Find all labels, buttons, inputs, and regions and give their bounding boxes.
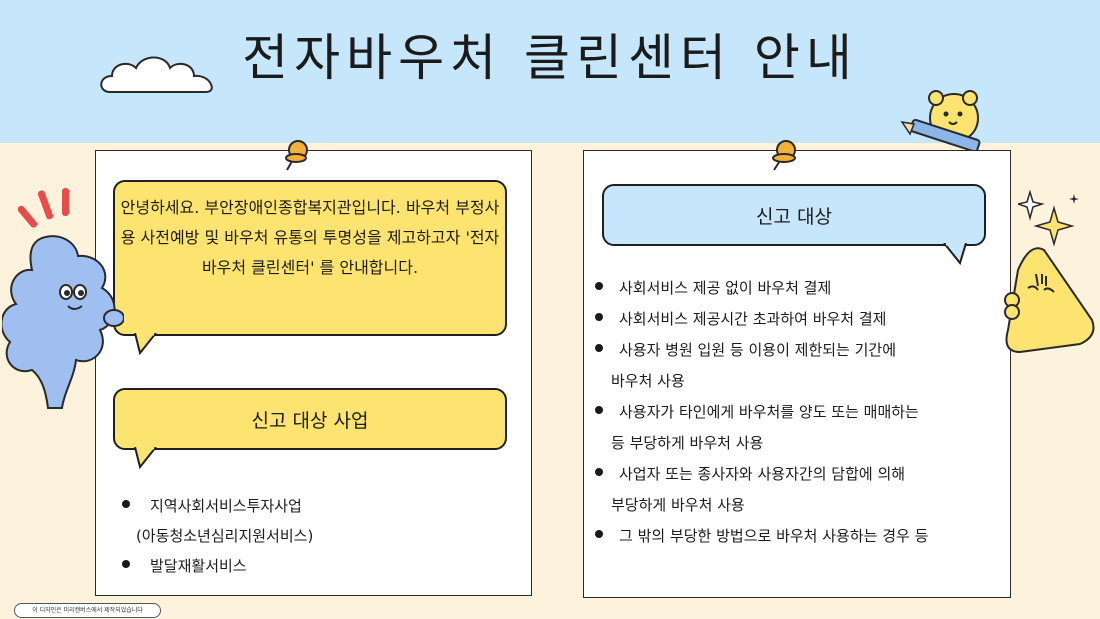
list-item: 사용자 병원 입원 등 이용이 제한되는 기간에 바우처 사용 <box>595 335 995 397</box>
page-title: 전자바우처 클린센터 안내 <box>242 29 858 87</box>
yellow-character-icon <box>1004 247 1095 354</box>
right-list: 사회서비스 제공 없이 바우처 결제 사회서비스 제공시간 초과하여 바우처 결… <box>595 273 995 552</box>
list-item-label: 사회서비스 제공 없이 바우처 결제 <box>619 279 832 297</box>
list-item: 사회서비스 제공 없이 바우처 결제 <box>595 273 995 304</box>
list-item-continuation: 등 부당하게 바우처 사용 <box>611 434 764 452</box>
left-section-header: 신고 대상 사업 <box>113 388 507 450</box>
pushpin-icon <box>285 140 308 171</box>
bubble-tail-icon <box>943 243 967 265</box>
list-item-continuation: 바우처 사용 <box>611 372 685 390</box>
bubble-tail-icon <box>134 333 157 355</box>
list-item-sub: (아동청소년심리지원서비스) <box>136 527 314 545</box>
list-item-label: 발달재활서비스 <box>150 557 247 575</box>
intro-bubble: 안녕하세요. 부안장애인종합복지관입니다. 바우처 부정사용 사전예방 및 바우… <box>113 180 507 336</box>
yellow-bear-with-pencil-icon <box>900 90 981 153</box>
right-header-text: 신고 대상 <box>756 205 832 228</box>
list-item-label: 사회서비스 제공시간 초과하여 바우처 결제 <box>619 310 887 328</box>
list-item: 발달재활서비스 <box>122 551 502 581</box>
list-item: 지역사회서비스투자사업 (아동청소년심리지원서비스) <box>122 491 502 551</box>
list-item-continuation: 부당하게 바우처 사용 <box>611 496 745 514</box>
list-item: 그 밖의 부당한 방법으로 바우처 사용하는 경우 등 <box>595 521 995 552</box>
right-section-header: 신고 대상 <box>602 184 986 246</box>
list-item: 사용자가 타인에게 바우처를 양도 또는 매매하는 등 부당하게 바우처 사용 <box>595 397 995 459</box>
list-item-label: 그 밖의 부당한 방법으로 바우처 사용하는 경우 등 <box>619 527 929 545</box>
sparkle-icon <box>1018 190 1079 247</box>
intro-text: 안녕하세요. 부안장애인종합복지관입니다. 바우처 부정사용 사전예방 및 바우… <box>120 198 500 277</box>
blue-cloud-character-icon <box>2 235 124 409</box>
list-item-label: 사용자 병원 입원 등 이용이 제한되는 기간에 <box>619 341 897 359</box>
left-header-text: 신고 대상 사업 <box>251 409 369 432</box>
list-item: 사회서비스 제공시간 초과하여 바우처 결제 <box>595 304 995 335</box>
list-item: 사업자 또는 종사자와 사용자간의 담합에 의해 부당하게 바우처 사용 <box>595 459 995 521</box>
left-list: 지역사회서비스투자사업 (아동청소년심리지원서비스) 발달재활서비스 <box>122 491 502 581</box>
list-item-label: 지역사회서비스투자사업 <box>150 497 302 515</box>
bubble-tail-icon <box>134 447 157 469</box>
list-item-label: 사용자가 타인에게 바우처를 양도 또는 매매하는 <box>619 403 919 421</box>
pushpin-icon <box>772 140 796 171</box>
list-item-label: 사업자 또는 종사자와 사용자간의 담합에 의해 <box>619 465 906 483</box>
footer-credit: 이 디자인은 미리캔버스에서 제작되었습니다 <box>14 603 161 618</box>
cloud-icon <box>100 56 213 93</box>
burst-lines-icon <box>18 188 69 228</box>
